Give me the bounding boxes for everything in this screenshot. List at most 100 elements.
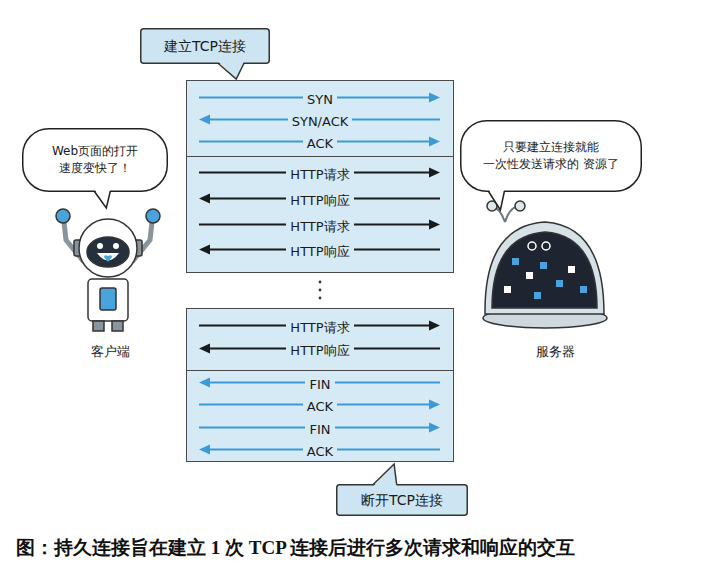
robot-eye — [542, 242, 550, 250]
arrow-head — [429, 137, 440, 147]
callout-text: 建立TCP连接 — [164, 36, 246, 56]
bubble-body — [461, 121, 642, 192]
arrow-label-row: SYN — [187, 89, 453, 107]
robot-antenna-tip — [515, 201, 525, 211]
arrow-label: SYN/ACK — [288, 114, 353, 129]
arrow-label-row: HTTP请求 — [187, 317, 453, 335]
arrow-head — [199, 445, 210, 455]
bubble-tail-fill — [94, 189, 110, 208]
callout-box: 断开TCP连接 — [336, 484, 468, 516]
robot-heart — [104, 255, 112, 262]
arrow-label-row: SYN/ACK — [187, 111, 453, 129]
bubble-tail — [488, 191, 504, 210]
arrow-label: HTTP请求 — [286, 320, 353, 335]
callout-tail-fill — [373, 464, 397, 487]
arrow-label: SYN — [303, 92, 337, 107]
arrow-head — [429, 93, 440, 103]
arrow-label: ACK — [303, 444, 337, 459]
bubble-tail — [94, 191, 110, 208]
arrow-head — [429, 321, 440, 331]
ellipsis-dots — [319, 281, 322, 300]
robot-label: 服务器 — [495, 343, 615, 361]
robot-eye — [97, 243, 103, 249]
callout-box: 建立TCP连接 — [140, 28, 270, 64]
robot-panel — [100, 288, 116, 310]
arrow-label-row: HTTP请求 — [187, 216, 453, 234]
arrow-head — [429, 220, 440, 230]
arrow-label: ACK — [303, 399, 337, 414]
server-robot — [483, 201, 607, 328]
arrow-head — [199, 115, 210, 125]
arrow-label: FIN — [305, 377, 334, 392]
arrow-head — [429, 168, 440, 178]
screen-pixels — [504, 242, 587, 299]
figure-caption: 图：持久连接旨在建立 1 次 TCP 连接后进行多次请求和响应的交互 — [16, 536, 666, 561]
arrow-label-row: HTTP响应 — [187, 241, 453, 259]
client-robot — [56, 209, 160, 331]
dot — [319, 281, 322, 284]
pixel — [534, 292, 541, 299]
pixel — [580, 286, 587, 293]
bubble-body — [23, 129, 168, 192]
robot-leg — [112, 321, 123, 331]
pixel — [526, 272, 533, 279]
robot-face — [87, 237, 129, 267]
arrow-layer — [187, 309, 452, 369]
arrow-label: HTTP请求 — [286, 167, 353, 182]
arrow-head — [199, 194, 210, 204]
dot — [319, 297, 322, 300]
arrow-label-row: ACK — [187, 441, 453, 459]
speech-text: Web页面的打开 速度变快了！ — [36, 143, 154, 178]
arrow-label-row: HTTP响应 — [187, 190, 453, 208]
arrow-label: ACK — [303, 136, 337, 151]
http-band: HTTP请求 HTTP响应 — [186, 308, 454, 371]
callout-tail-fill — [218, 62, 244, 80]
arrow-head — [199, 344, 210, 354]
robot-hand — [146, 209, 160, 223]
bubble-tail-fill — [488, 189, 504, 210]
arrow-head — [429, 423, 440, 433]
arrow-label: HTTP响应 — [286, 343, 353, 358]
robot-leg — [93, 321, 104, 331]
dot — [319, 289, 322, 292]
arrow-head — [429, 400, 440, 410]
robot-screen — [492, 232, 597, 308]
pixel — [556, 280, 563, 287]
arrow-label-row: FIN — [187, 419, 453, 437]
pixel — [568, 266, 575, 273]
tcp-band: SYN SYN/ACK ACK — [186, 80, 454, 157]
bubble-outline — [460, 120, 642, 192]
arrow-label-row: HTTP请求 — [187, 164, 453, 182]
callout-tail — [373, 464, 397, 485]
tcp-band: FIN ACK FIN ACK — [186, 370, 454, 462]
pixel — [504, 286, 511, 293]
speech-bubble: 只要建立连接就能 一次性发送请求的 资源了 — [460, 120, 642, 192]
callout-text: 断开TCP连接 — [361, 490, 443, 510]
robot-dome — [485, 222, 604, 314]
arrow-label-row: FIN — [187, 374, 453, 392]
speech-text: 只要建立连接就能 一次性发送请求的 资源了 — [474, 139, 628, 174]
speech-bubble: Web页面的打开 速度变快了！ — [22, 128, 168, 192]
robot-head — [79, 219, 137, 277]
callout-tail — [218, 63, 244, 79]
robot-eye — [113, 243, 119, 249]
pixel — [540, 262, 547, 269]
arrow-label: HTTP响应 — [286, 193, 353, 208]
robot-eye — [528, 242, 536, 250]
arrow-label-row: HTTP响应 — [187, 340, 453, 358]
arrow-label-row: ACK — [187, 396, 453, 414]
callout-rect — [141, 29, 270, 64]
robot-label: 客户端 — [50, 343, 170, 361]
arrow-label-row: ACK — [187, 133, 453, 151]
http-band: HTTP请求 HTTP响应 HTTP请求 HTTP响应 — [186, 156, 454, 273]
robot-body — [88, 279, 128, 321]
arrow-head — [199, 245, 210, 255]
arrow-head — [199, 378, 210, 388]
arrow-label: FIN — [305, 422, 334, 437]
callout-rect — [337, 485, 468, 516]
pixel — [512, 258, 519, 265]
robot-hand — [56, 209, 70, 223]
arrow-label: HTTP请求 — [286, 219, 353, 234]
arrow-label: HTTP响应 — [286, 244, 353, 259]
